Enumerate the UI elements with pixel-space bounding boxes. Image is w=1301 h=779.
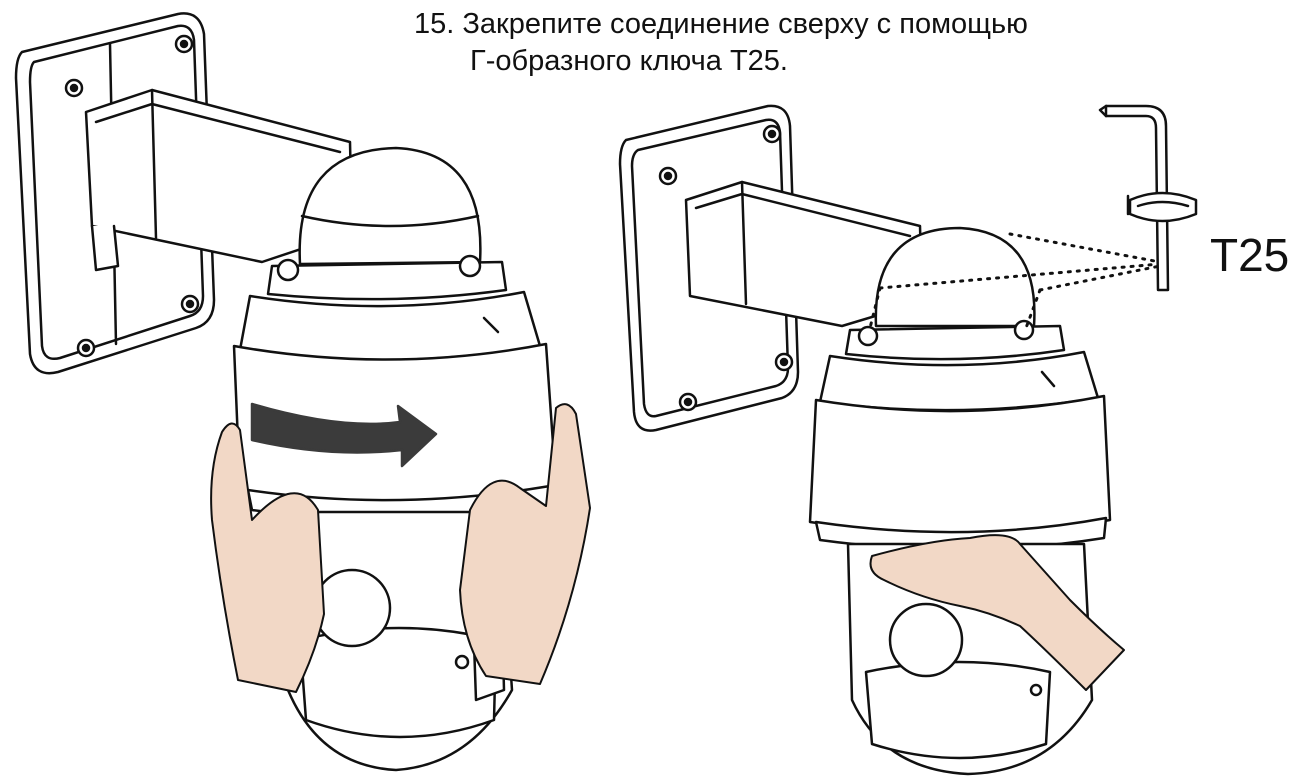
zoom-dotted-lines [868, 232, 1162, 330]
instruction-caption: 15. Закрепите соединение сверху с помощь… [414, 6, 1028, 80]
right-hand [459, 403, 591, 685]
right-pendant-cap [844, 226, 1066, 361]
right-camera-housing [808, 319, 1112, 551]
instruction-line-1: 15. Закрепите соединение сверху с помощь… [414, 8, 1028, 40]
left-rotation-arrow [250, 402, 438, 468]
rotation-ring-icon [1126, 191, 1198, 223]
right-wall-screws [658, 124, 794, 412]
left-wall-screws [64, 34, 200, 358]
l-wrench-icon [1098, 104, 1170, 292]
left-hand [210, 422, 325, 693]
left-hands [210, 403, 591, 693]
left-pendant-cap [266, 146, 508, 301]
wrench-size-label: T25 [1210, 229, 1290, 281]
instruction-line-2: Г-образного ключа T25. [470, 45, 788, 77]
left-bracket-arm [84, 88, 354, 272]
left-step-figure [14, 12, 591, 772]
right-hand [869, 534, 1125, 691]
right-step-figure [618, 104, 1198, 776]
